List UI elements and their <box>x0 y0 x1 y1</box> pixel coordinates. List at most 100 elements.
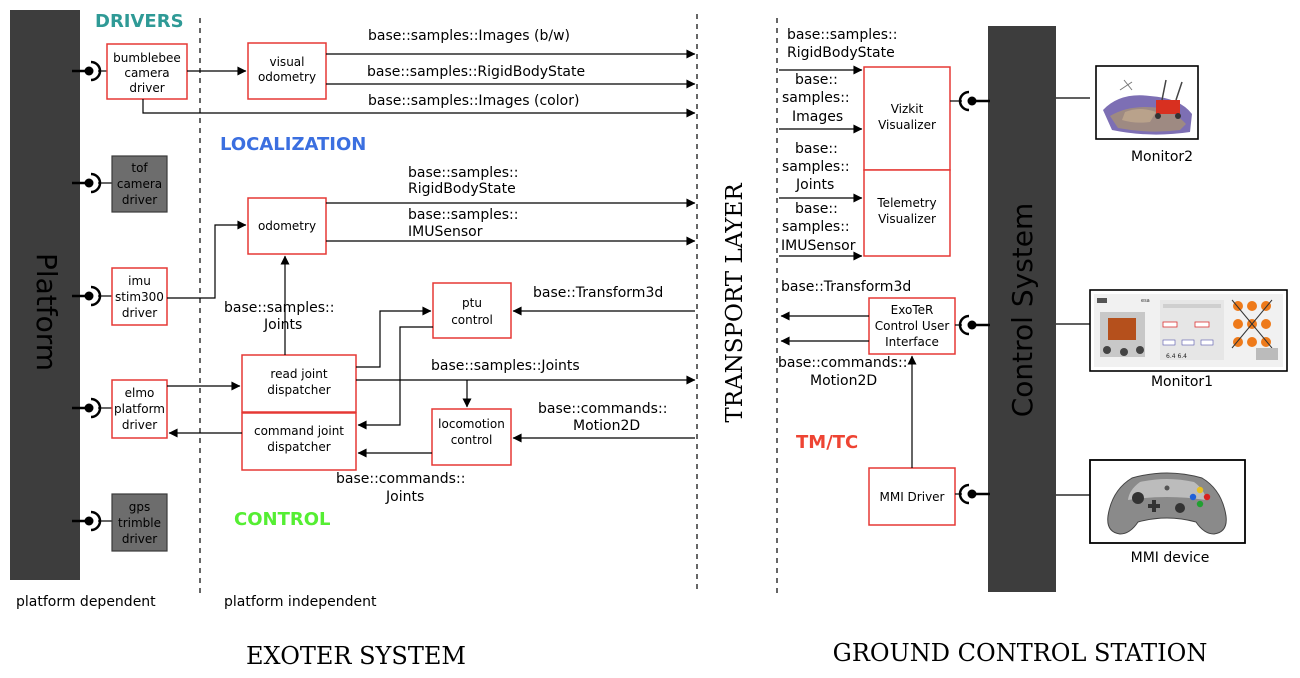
svg-text:trimble: trimble <box>118 516 161 530</box>
socket-connector-icon <box>72 285 112 307</box>
odometry-rbs-label-2: RigidBodyState <box>408 181 516 197</box>
svg-text:Telemetry: Telemetry <box>876 196 936 210</box>
drivers-heading: DRIVERS <box>95 11 184 32</box>
svg-text:Vizkit: Vizkit <box>891 102 924 116</box>
monitor1-device: esa 6.4 6.4 Monitor1 <box>1089 289 1288 390</box>
gcs-connectors <box>779 65 1090 496</box>
localization-heading: LOCALIZATION <box>220 134 366 155</box>
elmo-platform-driver: elmo platform driver <box>111 379 168 439</box>
svg-text:ptu: ptu <box>462 296 482 310</box>
exoter-flow-labels: base::samples::Images (b/w) base::sample… <box>224 28 667 505</box>
control-gui-screenshot-icon: esa 6.4 6.4 <box>1094 294 1283 367</box>
imu-stim300-driver: imu stim300 driver <box>111 267 168 326</box>
svg-text:driver: driver <box>122 193 157 207</box>
gcs-images-label-2: samples:: <box>782 90 850 106</box>
svg-text:control: control <box>451 313 493 327</box>
svg-text:command joint: command joint <box>254 424 344 438</box>
svg-text:dispatcher: dispatcher <box>267 440 330 454</box>
socket-connector-icon <box>955 314 990 336</box>
svg-text:control: control <box>451 433 493 447</box>
images-color-label: base::samples::Images (color) <box>368 93 579 109</box>
gcs-imu-label-1: base:: <box>795 201 838 217</box>
gcs-joints-label-1: base:: <box>795 141 838 157</box>
gcs-imu-label-3: IMUSensor <box>781 238 856 254</box>
mmi-driver-box: MMI Driver <box>868 467 956 526</box>
motion2d-in-label-1: base::commands:: <box>538 401 667 417</box>
svg-text:driver: driver <box>122 306 157 320</box>
mmi-device-label: MMI device <box>1131 550 1210 566</box>
gcs-rbs-label-2: RigidBodyState <box>787 45 895 61</box>
platform-bar <box>10 10 80 580</box>
imu-sensor-label-2: IMUSensor <box>408 224 483 240</box>
transport-layer-label: TRANSPORT LAYER <box>722 183 748 423</box>
gcs-joints-label-2: samples:: <box>782 159 850 175</box>
exoter-system-label: EXOTER SYSTEM <box>246 642 466 670</box>
svg-text:odometry: odometry <box>258 70 316 84</box>
svg-text:read joint: read joint <box>270 367 327 381</box>
svg-text:esa: esa <box>1141 298 1150 304</box>
svg-text:camera: camera <box>117 177 162 191</box>
control-system-bar <box>988 26 1056 592</box>
svg-text:elmo: elmo <box>125 386 155 400</box>
svg-text:gps: gps <box>129 500 151 514</box>
ptu-to-command-arrow <box>357 326 433 430</box>
monitor1-label: Monitor1 <box>1151 374 1213 390</box>
svg-text:camera: camera <box>124 66 169 80</box>
joints-up-label-1: base::samples:: <box>224 300 334 316</box>
images-color-arrow <box>142 99 696 118</box>
ground-control-station-label: GROUND CONTROL STATION <box>833 639 1208 667</box>
read-to-ptu-arrow <box>356 306 432 368</box>
svg-text:driver: driver <box>122 532 157 546</box>
gcs-flow-labels: base::samples:: RigidBodyState base:: sa… <box>778 27 911 389</box>
platform-dependent-label: platform dependent <box>16 594 156 610</box>
svg-text:stim300: stim300 <box>115 290 164 304</box>
socket-connector-icon <box>72 172 112 194</box>
command-joint-dispatcher-box: command joint dispatcher <box>241 412 357 471</box>
joints-up-label-2: Joints <box>263 317 302 333</box>
svg-text:driver: driver <box>129 81 164 95</box>
joints-out-label: base::samples::Joints <box>431 358 580 374</box>
read-joint-dispatcher-box: read joint dispatcher <box>241 354 357 413</box>
tof-camera-driver: tof camera driver <box>111 155 168 213</box>
svg-text:platform: platform <box>114 402 165 416</box>
transform3d-ptu-label: base::Transform3d <box>533 285 663 301</box>
gcs-imu-label-2: samples:: <box>782 219 850 235</box>
gcs-transform3d-label: base::Transform3d <box>781 279 911 295</box>
gcs-joints-label-3: Joints <box>795 177 834 193</box>
gamepad-icon <box>1107 472 1227 535</box>
images-bw-label: base::samples::Images (b/w) <box>368 28 570 44</box>
socket-connector-icon <box>950 90 990 112</box>
svg-text:locomotion: locomotion <box>438 417 505 431</box>
visual-odometry-box: visual odometry <box>247 42 327 100</box>
socket-connector-icon <box>72 60 107 82</box>
imu-sensor-label-1: base::samples:: <box>408 207 518 223</box>
cmd-joints-label-2: Joints <box>385 489 424 505</box>
svg-text:visual: visual <box>270 55 305 69</box>
svg-text:ExoTeR: ExoTeR <box>891 303 934 317</box>
mmi-device: MMI device <box>1089 459 1246 566</box>
svg-text:tof: tof <box>131 161 148 175</box>
svg-text:Control User: Control User <box>875 319 950 333</box>
svg-text:dispatcher: dispatcher <box>267 383 330 397</box>
svg-text:driver: driver <box>122 418 157 432</box>
point-cloud-rover-icon <box>1103 79 1192 135</box>
gcs-motion2d-label-1: base::commands:: <box>778 355 907 371</box>
cmd-joints-label-1: base::commands:: <box>336 471 465 487</box>
svg-text:6.4 6.4: 6.4 6.4 <box>1166 353 1187 360</box>
motion2d-in-label-2: Motion2D <box>573 418 640 434</box>
svg-text:Visualizer: Visualizer <box>878 118 936 132</box>
bumblebee-camera-driver: bumblebee camera driver <box>106 43 188 100</box>
svg-text:imu: imu <box>128 274 151 288</box>
control-heading: CONTROL <box>234 509 331 530</box>
locomotion-control-box: locomotion control <box>431 408 512 466</box>
svg-text:Interface: Interface <box>885 335 939 349</box>
platform-label: Platform <box>30 253 63 371</box>
monitor2-device: Monitor2 <box>1095 65 1199 165</box>
gcs-sockets <box>950 90 990 505</box>
svg-text:MMI Driver: MMI Driver <box>880 490 945 504</box>
tmtc-heading: TM/TC <box>796 432 858 453</box>
ptu-control-box: ptu control <box>432 282 512 339</box>
gcs-motion2d-label-2: Motion2D <box>810 373 877 389</box>
socket-connector-icon <box>955 483 990 505</box>
vo-rbs-label: base::samples::RigidBodyState <box>367 64 585 80</box>
